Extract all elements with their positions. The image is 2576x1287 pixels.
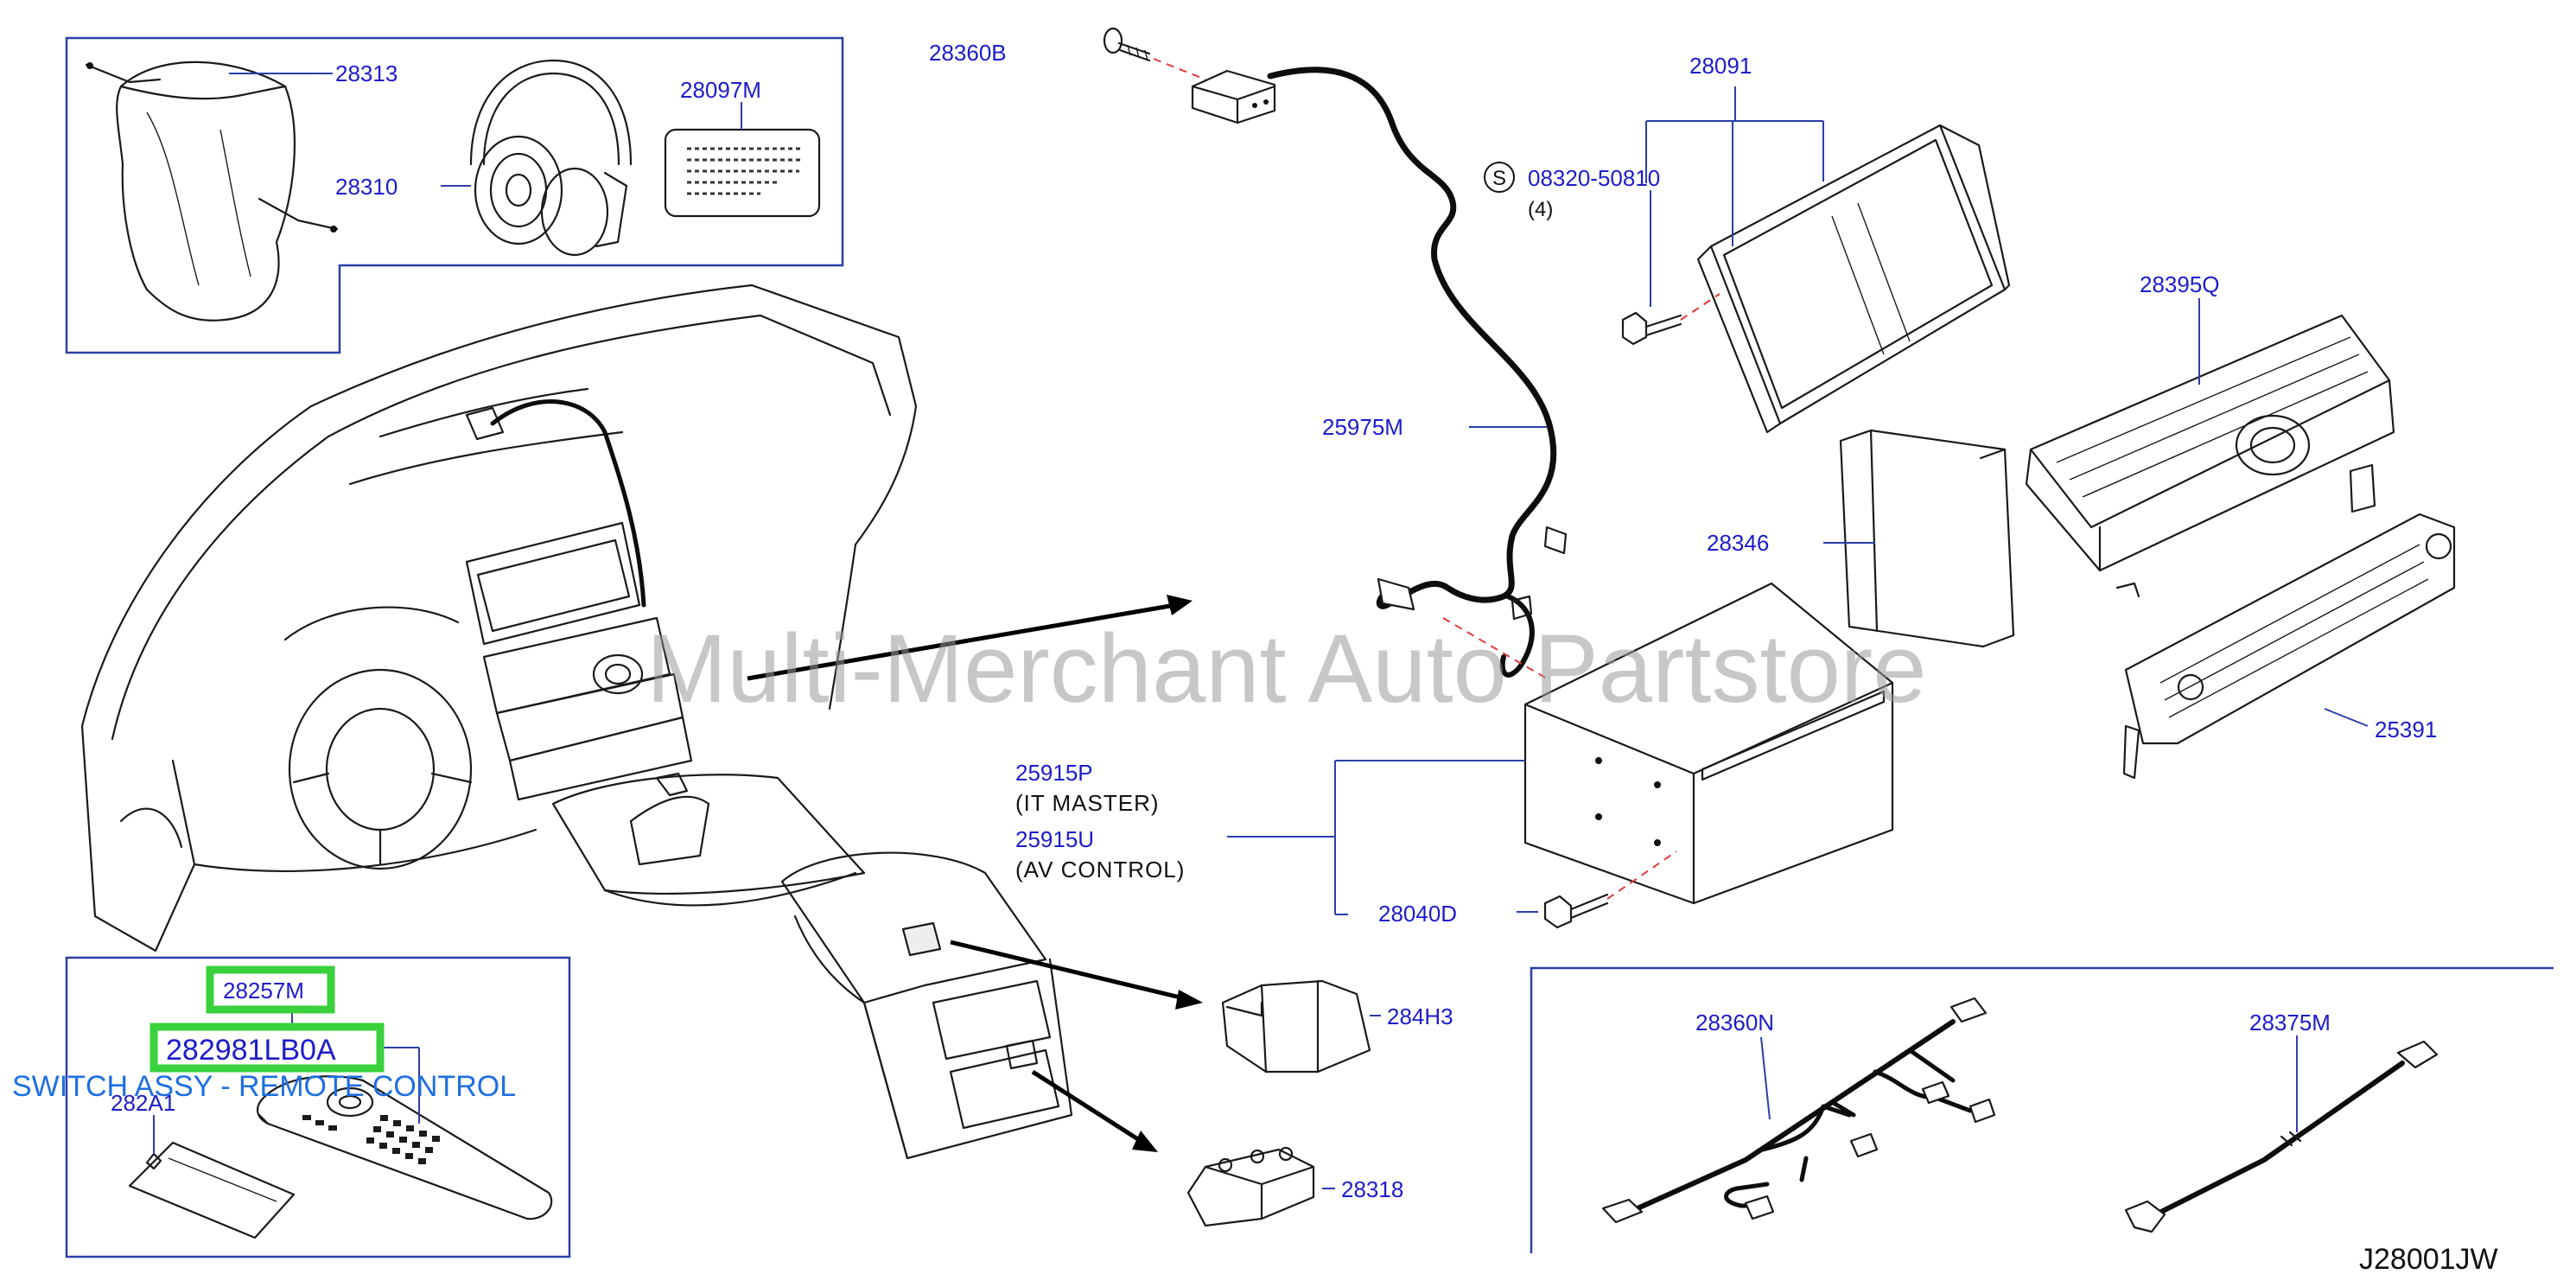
- harness-28360N-drawing: [1601, 997, 1996, 1224]
- control-panel-28395Q-drawing: [2025, 314, 2395, 598]
- harness-28375M-drawing: [2124, 1040, 2439, 1233]
- leader-28360N: [1760, 1036, 1771, 1120]
- remote-box-frame: [65, 956, 571, 1258]
- highlight-box-28257M: [206, 965, 335, 1014]
- bolt-quantity: (4): [1528, 198, 1553, 221]
- dashboard-drawing: [80, 284, 1073, 1160]
- battery-cover-drawing: [128, 1141, 296, 1239]
- headphones-drawing: [469, 59, 633, 257]
- harness-section-frame: [1530, 966, 2554, 1253]
- part-28360B: 28360B: [929, 40, 1007, 66]
- connector-28318-drawing: [1186, 1146, 1315, 1227]
- bolt-symbol: S: [1492, 167, 1506, 190]
- pointer-arrows: [747, 595, 1203, 1152]
- part-28310: 28310: [335, 174, 398, 200]
- part-28395Q: 28395Q: [2140, 271, 2220, 297]
- part-28257M[interactable]: 28257M: [223, 978, 304, 1003]
- highlight-box-282981LB0A: [149, 1023, 385, 1073]
- part-28313: 28313: [335, 61, 398, 86]
- part-28318: 28318: [1341, 1176, 1403, 1202]
- accessory-box: 28313 28310 28097M: [65, 36, 844, 354]
- part-28360N: 28360N: [1695, 1010, 1774, 1035]
- bolt-display-drawing: [1621, 311, 1682, 346]
- part-25915P: 25915P: [1015, 760, 1093, 786]
- part-284H3: 284H3: [1387, 1003, 1453, 1029]
- part-28346: 28346: [1707, 530, 1769, 556]
- note-av-control: (AV CONTROL): [1015, 857, 1185, 882]
- part-28375M: 28375M: [2249, 1010, 2331, 1035]
- part-28097M: 28097M: [680, 77, 761, 103]
- remote-control-drawing: [257, 1075, 553, 1220]
- display-unit-drawing: [1696, 124, 2011, 434]
- bracket-25915: [1227, 760, 1525, 915]
- remote-control-box: 28257M 282981LB0A 282A1 SWITCH ASSY - RE…: [12, 956, 571, 1258]
- bolt-unit-drawing: [1543, 893, 1609, 929]
- part-282981LB0A[interactable]: 282981LB0A: [166, 1034, 336, 1067]
- part-08320-50810: 08320-50810: [1528, 165, 1660, 191]
- part-28040D: 28040D: [1378, 901, 1457, 927]
- accessory-box-frame: [65, 36, 844, 354]
- diagram-code: J28001JW: [2359, 1243, 2498, 1276]
- highlighted-part-caption: SWITCH ASSY - REMOTE CONTROL: [12, 1070, 516, 1103]
- part-282A1: 282A1: [111, 1090, 175, 1116]
- switch-284H3-drawing: [1221, 979, 1371, 1074]
- module-28346-drawing: [1839, 429, 2015, 648]
- instruction-card-drawing: [664, 128, 821, 218]
- bolt-callout: S 08320-50810 (4): [1484, 162, 1721, 346]
- screw-28360B-drawing: [1103, 27, 1151, 62]
- note-it-master: (IT MASTER): [1015, 790, 1160, 816]
- part-28091: 28091: [1689, 53, 1752, 79]
- usb-cable-assembly: [1103, 27, 1568, 679]
- part-25915U: 25915U: [1015, 826, 1094, 852]
- bezel-25391-drawing: [2122, 513, 2456, 780]
- bolt-symbol-circle: [1484, 162, 1515, 193]
- part-25391: 25391: [2375, 717, 2437, 742]
- av-main-unit-drawing: [1523, 582, 1894, 905]
- part-25975M: 25975M: [1322, 414, 1403, 440]
- storage-bag-drawing: [85, 61, 339, 322]
- watermark: Multi-Merchant Auto Partstore: [646, 615, 1926, 723]
- leader-25391: [2324, 708, 2369, 727]
